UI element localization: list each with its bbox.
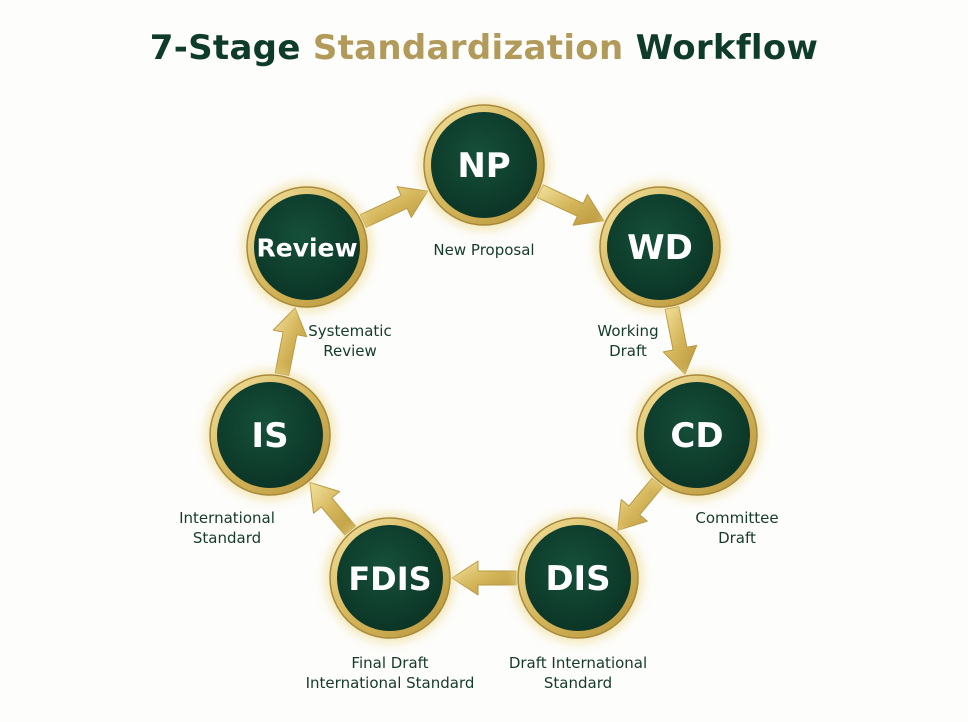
stage-node-np: NP <box>419 100 549 230</box>
title-part-3: Workflow <box>635 28 819 68</box>
stage-code-np: NP <box>457 146 510 186</box>
caption-line: International <box>179 509 275 527</box>
stage-caption-np: New Proposal <box>433 241 534 259</box>
caption-line: Committee <box>695 509 778 527</box>
caption-line: Draft <box>718 529 756 547</box>
stage-code-review: Review <box>256 234 357 263</box>
title-part-1: 7-Stage <box>149 28 301 68</box>
arrow-cd-to-dis <box>617 477 664 531</box>
arrows-layer <box>272 184 698 596</box>
nodes-layer: NP WD CD DIS FDIS IS Review <box>205 100 762 643</box>
stage-node-is: IS <box>205 370 335 500</box>
caption-line: Review <box>323 342 377 360</box>
caption-line: Draft <box>609 342 647 360</box>
caption-line: New Proposal <box>433 241 534 259</box>
stage-node-fdis: FDIS <box>325 513 455 643</box>
stage-code-wd: WD <box>627 228 693 268</box>
node-green-disc <box>525 525 631 631</box>
node-green-disc <box>644 382 750 488</box>
stage-node-cd: CD <box>632 370 762 500</box>
arrow-np-to-wd <box>536 184 605 226</box>
node-green-disc <box>337 525 443 631</box>
stage-node-dis: DIS <box>513 513 643 643</box>
caption-line: Working <box>597 322 658 340</box>
caption-line: Standard <box>193 529 261 547</box>
arrow-fdis-to-is <box>309 482 356 536</box>
caption-line: International Standard <box>306 674 475 692</box>
stage-code-is: IS <box>251 416 288 456</box>
caption-line: Final Draft <box>351 654 428 672</box>
node-green-disc <box>217 382 323 488</box>
caption-line: Systematic <box>308 322 391 340</box>
stage-node-wd: WD <box>595 182 725 312</box>
arrow-dis-to-fdis <box>451 560 517 596</box>
stage-code-cd: CD <box>670 416 723 456</box>
caption-line: Draft International <box>509 654 647 672</box>
title-part-2: Standardization <box>312 28 624 68</box>
caption-line: Standard <box>544 674 612 692</box>
arrow-wd-to-cd <box>662 306 698 375</box>
diagram-title: 7-Stage Standardization Workflow <box>0 28 968 68</box>
arrow-is-to-review <box>272 307 308 376</box>
stage-code-dis: DIS <box>545 559 610 599</box>
node-green-disc <box>607 194 713 300</box>
node-green-disc <box>431 112 537 218</box>
stage-code-fdis: FDIS <box>348 560 431 598</box>
node-green-disc <box>254 194 360 300</box>
arrow-review-to-np <box>359 186 429 228</box>
stage-node-review: Review <box>242 182 372 312</box>
